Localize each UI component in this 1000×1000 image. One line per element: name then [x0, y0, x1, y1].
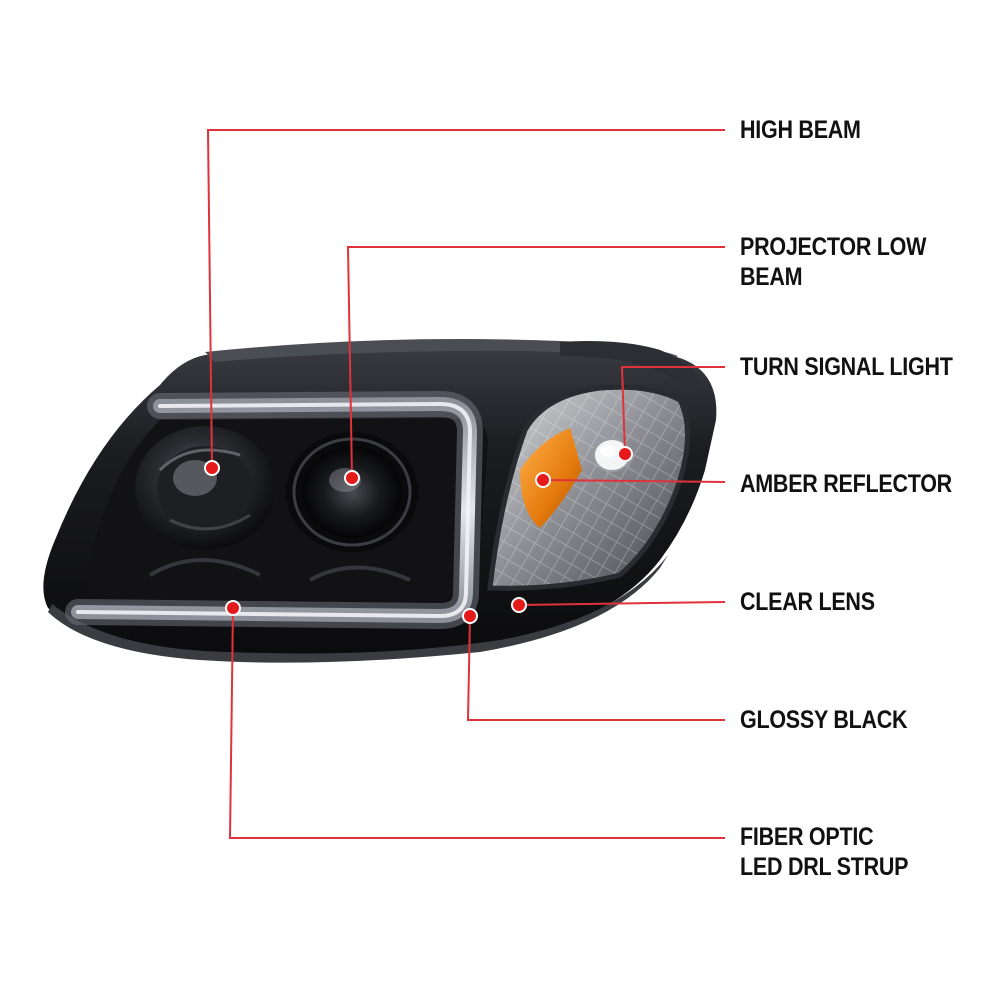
housing-cap [560, 341, 700, 392]
label-high-beam: HIGH BEAM [740, 116, 861, 144]
headlight-illustration [43, 339, 717, 663]
leader-fiber-optic-drl [228, 607, 725, 839]
label-turn-signal-light: TURN SIGNAL LIGHT [740, 353, 953, 381]
leader-turn-signal-light [620, 366, 725, 455]
marker-dot-projector-low-beam [344, 470, 360, 486]
marker-dot-amber-reflector [535, 472, 551, 488]
label-fiber-optic-drl: FIBER OPTIC LED DRL STRUP [740, 823, 909, 881]
leader-amber-reflector [542, 479, 726, 483]
label-glossy-black: GLOSSY BLACK [740, 706, 908, 734]
marker-dot-clear-lens [511, 597, 527, 613]
leader-high-beam [206, 129, 725, 469]
label-projector-low-beam: PROJECTOR LOW BEAM [740, 233, 927, 291]
lower-reflector [148, 558, 261, 577]
marker-dots [204, 446, 633, 624]
marker-dot-high-beam [204, 460, 220, 476]
label-amber-reflector: AMBER REFLECTOR [740, 470, 952, 498]
high-beam-reflector [135, 426, 275, 550]
leader-clear-lens [518, 601, 726, 606]
lower-reflector-2 [309, 565, 411, 582]
turn-signal-bulb [593, 438, 631, 472]
corner-lens [487, 384, 690, 591]
leader-lines [206, 129, 726, 839]
marker-dot-fiber-optic-drl [225, 600, 241, 616]
leader-glossy-black [466, 615, 725, 721]
drl-strip [65, 391, 483, 629]
projector-low-beam [286, 432, 418, 552]
housing-top-rim [205, 339, 678, 364]
marker-dot-glossy-black [462, 608, 478, 624]
leader-projector-low-beam [346, 246, 725, 479]
amber-reflector [520, 428, 582, 528]
marker-dot-turn-signal-light [617, 446, 633, 462]
label-clear-lens: CLEAR LENS [740, 588, 875, 616]
